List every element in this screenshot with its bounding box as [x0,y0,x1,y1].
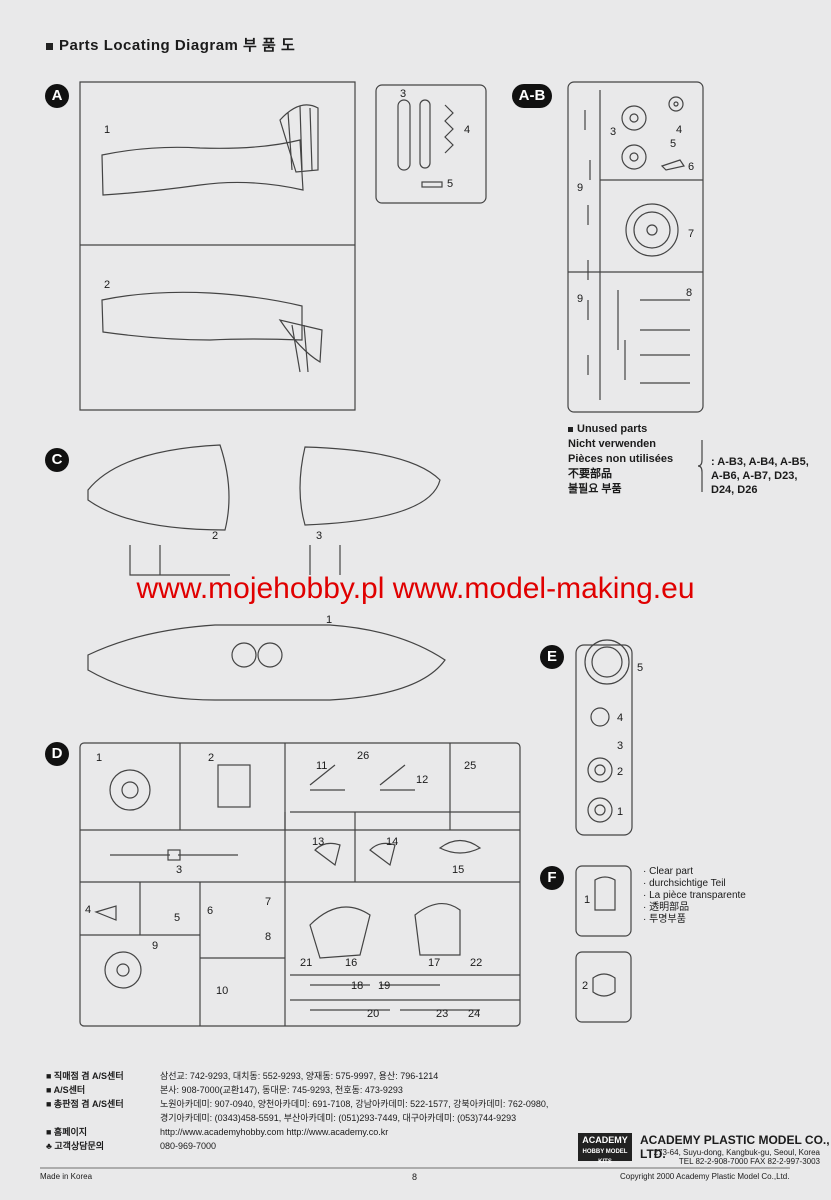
unused-parts-note: Unused parts Nicht verwenden Pièces non … [568,423,674,495]
company-address: 273-64, Suyu-dong, Kangbuk-gu, Seoul, Ko… [653,1148,820,1166]
part-c3-number: 3 [316,530,323,542]
part-a2-number: 2 [104,279,111,291]
part-d8-number: 8 [265,931,272,943]
part-d20-number: 20 [367,1008,380,1020]
watermark-url[interactable]: www.mojehobby.pl www.model-making.eu [136,572,695,605]
fuselage-right-part [101,291,303,341]
part-d25-number: 25 [464,760,477,772]
part-d10-number: 10 [216,985,229,997]
section-e-badge: E [540,645,564,669]
part-d22-number: 22 [470,957,483,969]
part-ab7-number: 7 [688,228,695,240]
section-ab-badge: A-B [512,84,552,108]
part-c2-number: 2 [212,530,219,542]
part-d23-number: 23 [436,1008,449,1020]
part-d18-number: 18 [351,980,364,992]
wing-upper-left [87,444,230,531]
section-f-badge: F [540,866,564,890]
part-e3-number: 3 [617,740,624,752]
part-ab6-number: 6 [688,161,695,173]
section-a-badge: A [45,84,69,108]
fuselage-left-part [101,139,304,196]
website-links[interactable]: http://www.academyhobby.com http://www.a… [160,1127,389,1137]
section-d-badge: D [45,742,69,766]
part-d4-number: 4 [85,904,92,916]
part-ab9-number: 9 [577,182,584,194]
part-ab4-number: 4 [676,124,683,136]
made-in-label: Made in Korea [40,1172,93,1181]
part-f2-number: 2 [582,980,589,992]
part-a1-number: 1 [104,124,111,136]
part-a4-number: 4 [464,124,471,136]
clear-part-note: · Clear part · durchsichtige Teil · La p… [643,866,746,925]
part-d15-number: 15 [452,864,465,876]
part-a3-number: 3 [400,88,407,100]
part-d6-number: 6 [207,905,214,917]
page-title: Parts Locating Diagram 부 품 도 [46,34,295,55]
copyright: Copyright 2000 Academy Plastic Model Co.… [620,1172,790,1181]
section-c-badge: C [45,448,69,472]
company-name: ACADEMY PLASTIC MODEL CO., LTD. [640,1133,830,1161]
part-e4-number: 4 [617,712,624,724]
part-d24-number: 24 [468,1008,481,1020]
bullet-square-icon [568,426,573,432]
part-f1-number: 1 [584,894,591,906]
part-ab9b-number: 9 [577,293,584,305]
part-a5-number: 5 [447,178,454,190]
bullet-square-icon [46,42,53,50]
part-d14-number: 14 [386,836,399,848]
footer-labels: ■ 직매점 겸 A/S센터 ■ A/S센터 ■ 총판점 겸 A/S센터 ■ 홈페… [46,1071,124,1151]
part-ab3-number: 3 [610,126,617,138]
part-e2-number: 2 [617,766,624,778]
part-ab5-number: 5 [670,138,677,150]
page-number: 8 [412,1172,418,1182]
wing-upper-right [299,446,441,526]
part-d17-number: 17 [428,957,441,969]
unused-parts-list: : A-B3, A-B4, A-B5, A-B6, A-B7, D23, D24… [711,456,809,496]
part-d3-number: 3 [176,864,183,876]
part-d26-number: 26 [357,750,370,762]
part-d5-number: 5 [174,912,181,924]
part-d7-number: 7 [265,896,272,908]
part-ab8-number: 8 [686,287,693,299]
part-d1-number: 1 [96,752,103,764]
part-d13-number: 13 [312,836,325,848]
part-e5-number: 5 [637,662,644,674]
wing-lower-center [87,624,446,701]
part-d21-number: 21 [300,957,313,969]
footer-contacts: 삼선교: 742-9293, 대치동: 552-9293, 양재동: 575-9… [160,1071,549,1151]
part-d19-number: 19 [378,980,391,992]
academy-logo: ACADEMY HOBBY MODEL KITS [578,1133,632,1165]
part-d12-number: 12 [416,774,429,786]
part-d9-number: 9 [152,940,159,952]
part-e1-number: 1 [617,806,624,818]
part-d16-number: 16 [345,957,358,969]
part-c1-number: 1 [326,614,333,626]
part-d2-number: 2 [208,752,215,764]
part-d11-number: 11 [316,760,328,772]
